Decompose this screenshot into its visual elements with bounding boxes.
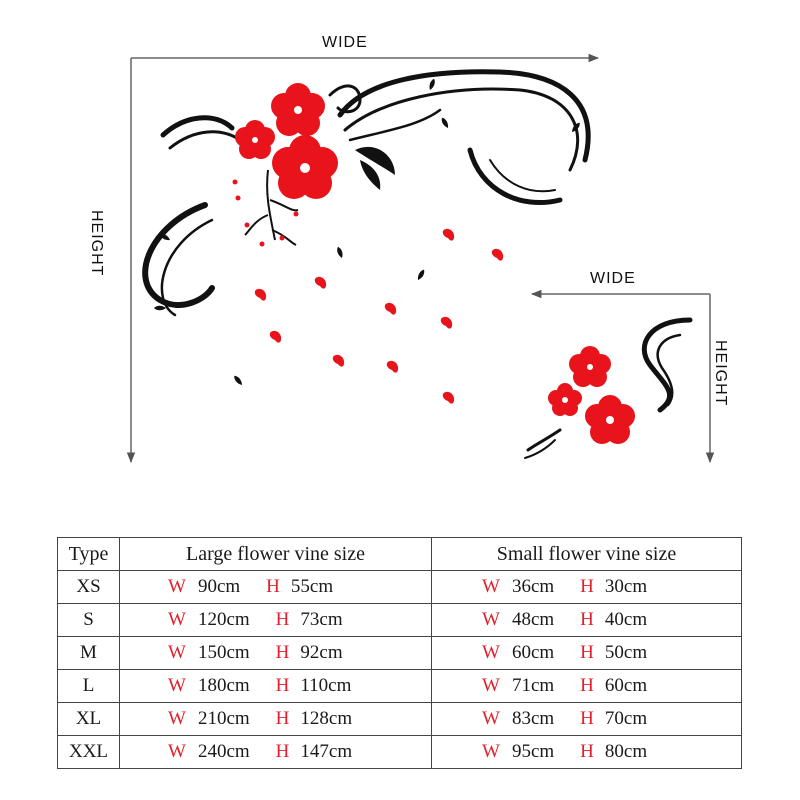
width-marker: W <box>168 741 186 762</box>
small-width-value: 71cm <box>511 675 555 696</box>
large-flower-branch <box>244 169 299 246</box>
height-marker: H <box>580 642 594 663</box>
large-width-value: 210cm <box>197 708 250 729</box>
width-marker: W <box>168 642 186 663</box>
table-row: M W 150cm H 92cm W 60cm H 50cm <box>57 636 742 670</box>
small-vine-swirls <box>524 317 693 459</box>
small-size-cell: W 36cm H 30cm <box>431 570 742 604</box>
column-header-type: Type <box>57 537 120 571</box>
size-table: Type Large flower vine size Small flower… <box>57 537 742 769</box>
large-vine-swirls <box>142 69 591 317</box>
large-height-value: 147cm <box>300 741 353 762</box>
large-size-cell: W 150cm H 92cm <box>119 636 432 670</box>
width-marker: W <box>168 609 186 630</box>
small-width-value: 36cm <box>511 576 555 597</box>
table-row: XL W 210cm H 128cm W 83cm H 70cm <box>57 702 742 736</box>
height-marker: H <box>275 642 290 663</box>
table-row: XS W 90cm H 55cm W 36cm H 30cm <box>57 570 742 604</box>
large-width-value: 150cm <box>197 642 250 663</box>
height-marker: H <box>580 675 594 696</box>
large-height-value: 73cm <box>300 609 343 630</box>
large-height-value: 92cm <box>300 642 343 663</box>
width-marker: W <box>482 741 500 762</box>
size-type-cell: XL <box>57 702 120 736</box>
wall-decal-illustration: WIDE HEIGHT WIDE HEIGHT <box>88 34 729 464</box>
large-height-value: 110cm <box>300 675 352 696</box>
small-height-value: 30cm <box>604 576 648 597</box>
table-row: XXL W 240cm H 147cm W 95cm H 80cm <box>57 735 742 769</box>
large-wide-label: WIDE <box>322 34 368 51</box>
large-size-cell: W 210cm H 128cm <box>119 702 432 736</box>
small-size-cell: W 71cm H 60cm <box>431 669 742 703</box>
large-vine-leaves <box>154 77 582 387</box>
width-marker: W <box>482 675 500 696</box>
small-size-cell: W 48cm H 40cm <box>431 603 742 637</box>
height-marker: H <box>580 708 594 729</box>
width-marker: W <box>482 576 500 597</box>
size-type-cell: L <box>57 669 120 703</box>
small-height-label: HEIGHT <box>712 340 729 406</box>
small-wide-label: WIDE <box>590 270 636 287</box>
large-width-value: 240cm <box>197 741 250 762</box>
width-marker: W <box>482 708 500 729</box>
height-marker: H <box>275 741 290 762</box>
size-type-cell: XXL <box>57 735 120 769</box>
small-width-value: 60cm <box>511 642 555 663</box>
width-marker: W <box>482 609 500 630</box>
width-marker: W <box>168 675 186 696</box>
size-type-cell: XS <box>57 570 120 604</box>
table-header-row: Type Large flower vine size Small flower… <box>57 537 742 571</box>
large-red-flowers <box>235 83 338 199</box>
height-marker: H <box>266 576 280 597</box>
large-size-cell: W 240cm H 147cm <box>119 735 432 769</box>
table-row: S W 120cm H 73cm W 48cm H 40cm <box>57 603 742 637</box>
size-type-cell: S <box>57 603 120 637</box>
large-width-value: 180cm <box>197 675 250 696</box>
height-marker: H <box>275 609 290 630</box>
falling-petals <box>232 179 504 404</box>
small-size-cell: W 83cm H 70cm <box>431 702 742 736</box>
height-marker: H <box>580 609 594 630</box>
small-height-value: 50cm <box>604 642 648 663</box>
width-marker: W <box>168 708 186 729</box>
large-size-cell: W 120cm H 73cm <box>119 603 432 637</box>
height-marker: H <box>275 675 290 696</box>
large-height-value: 55cm <box>290 576 334 597</box>
size-type-cell: M <box>57 636 120 670</box>
small-size-cell: W 60cm H 50cm <box>431 636 742 670</box>
small-red-flowers <box>548 346 635 444</box>
small-width-value: 95cm <box>511 741 555 762</box>
large-height-value: 128cm <box>300 708 353 729</box>
column-header-small: Small flower vine size <box>431 537 742 571</box>
large-size-cell: W 90cm H 55cm <box>119 570 432 604</box>
large-width-value: 90cm <box>197 576 241 597</box>
height-marker: H <box>580 576 594 597</box>
small-size-cell: W 95cm H 80cm <box>431 735 742 769</box>
small-width-value: 83cm <box>511 708 555 729</box>
small-dimension-arrows <box>530 289 715 464</box>
column-header-large: Large flower vine size <box>119 537 432 571</box>
large-height-label: HEIGHT <box>88 210 105 276</box>
height-marker: H <box>580 741 594 762</box>
small-height-value: 40cm <box>604 609 648 630</box>
small-height-value: 60cm <box>604 675 648 696</box>
table-row: L W 180cm H 110cm W 71cm H 60cm <box>57 669 742 703</box>
width-marker: W <box>168 576 186 597</box>
small-height-value: 80cm <box>604 741 648 762</box>
small-height-value: 70cm <box>604 708 648 729</box>
width-marker: W <box>482 642 500 663</box>
height-marker: H <box>275 708 290 729</box>
large-dimension-arrows <box>126 53 600 464</box>
large-width-value: 120cm <box>197 609 250 630</box>
large-size-cell: W 180cm H 110cm <box>119 669 432 703</box>
small-width-value: 48cm <box>511 609 555 630</box>
